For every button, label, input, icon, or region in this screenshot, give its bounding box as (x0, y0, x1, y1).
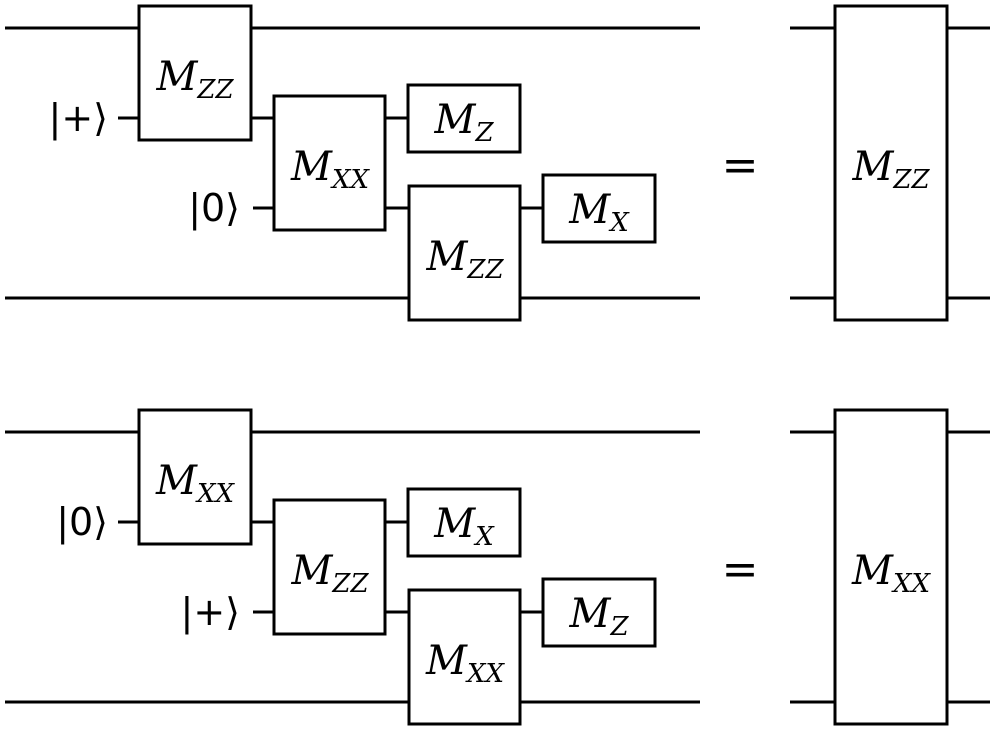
svg-text:MZ: MZ (568, 591, 629, 642)
measurement-gate: MXX (407, 588, 522, 726)
single-qubit-measurement: MX (406, 487, 522, 558)
measurement-gate: MXX (137, 408, 253, 546)
result-gate: MXX (833, 408, 949, 726)
ket-label: |+⟩ (181, 590, 240, 635)
ket-label: |0⟩ (188, 186, 240, 231)
svg-text:MZZ: MZZ (425, 234, 504, 285)
svg-text:MZZ: MZZ (155, 54, 234, 105)
svg-text:MZZ: MZZ (290, 548, 369, 599)
measurement-gate: MZZ (272, 498, 387, 636)
svg-text:MXX: MXX (851, 548, 931, 599)
svg-text:MXX: MXX (425, 638, 505, 689)
measurement-gate: MZZ (137, 4, 253, 142)
equals-sign: = (722, 544, 759, 595)
result-gate: MZZ (833, 4, 949, 322)
svg-text:MXX: MXX (155, 458, 235, 509)
measurement-gate: MXX (272, 94, 387, 232)
single-qubit-measurement: MZ (541, 577, 657, 648)
svg-text:MX: MX (433, 501, 495, 552)
svg-text:MZZ: MZZ (851, 144, 930, 195)
equals-sign: = (722, 140, 759, 191)
ket-label: |+⟩ (49, 96, 108, 141)
measurement-gate: MZZ (407, 184, 522, 322)
circuit-1: |+⟩ |0⟩ MZZ MXX MZ MZZ MX = (5, 4, 990, 322)
svg-text:MXX: MXX (290, 144, 370, 195)
single-qubit-measurement: MZ (406, 83, 522, 154)
single-qubit-measurement: MX (541, 173, 657, 244)
ket-label: |0⟩ (56, 500, 108, 545)
svg-text:MZ: MZ (433, 97, 494, 148)
svg-text:MX: MX (568, 187, 630, 238)
circuit-2: |0⟩ |+⟩ MXX MZZ MX MXX MZ = (5, 408, 990, 726)
